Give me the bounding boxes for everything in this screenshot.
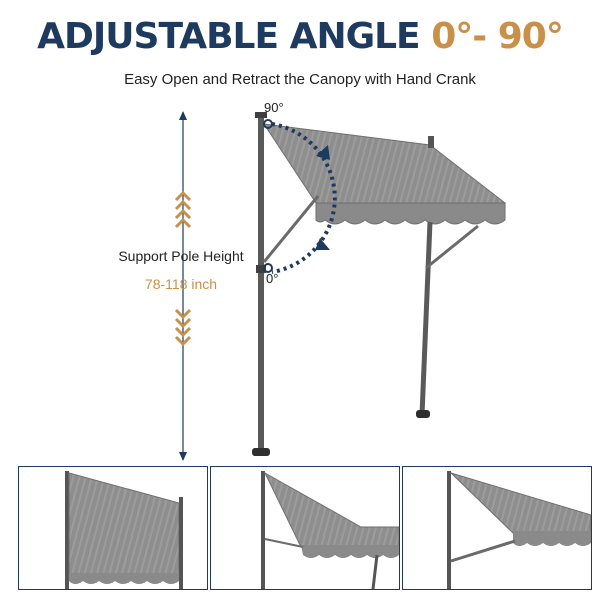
subtitle: Easy Open and Retract the Canopy with Ha… — [124, 71, 476, 88]
panel-position-extended — [402, 466, 592, 590]
chevron-down-icon — [174, 308, 192, 346]
height-label: Support Pole Height — [118, 248, 244, 264]
canopy — [262, 123, 507, 225]
title-accent: 0°- 90° — [431, 16, 564, 57]
support-arm-left — [262, 195, 320, 263]
page-title: ADJUSTABLE ANGLE 0°- 90° — [0, 14, 600, 60]
angle-arc — [263, 119, 337, 274]
angle-label-bottom: 0° — [266, 271, 279, 286]
support-pole-left — [252, 112, 270, 456]
panel-position-angled — [210, 466, 400, 590]
support-pole-right — [416, 221, 479, 418]
height-measure-line — [179, 111, 187, 461]
chevron-up-icon — [174, 191, 192, 229]
title-main: ADJUSTABLE ANGLE — [37, 16, 420, 57]
awning-thumbnail-vertical — [65, 471, 183, 589]
crank-post — [428, 136, 434, 148]
height-value: 78-118 inch — [144, 276, 218, 292]
awning-thumbnail-angled — [261, 471, 399, 589]
angle-label-top: 90° — [264, 100, 284, 115]
awning-thumbnail-extended — [447, 471, 591, 589]
panel-position-vertical — [18, 466, 208, 590]
